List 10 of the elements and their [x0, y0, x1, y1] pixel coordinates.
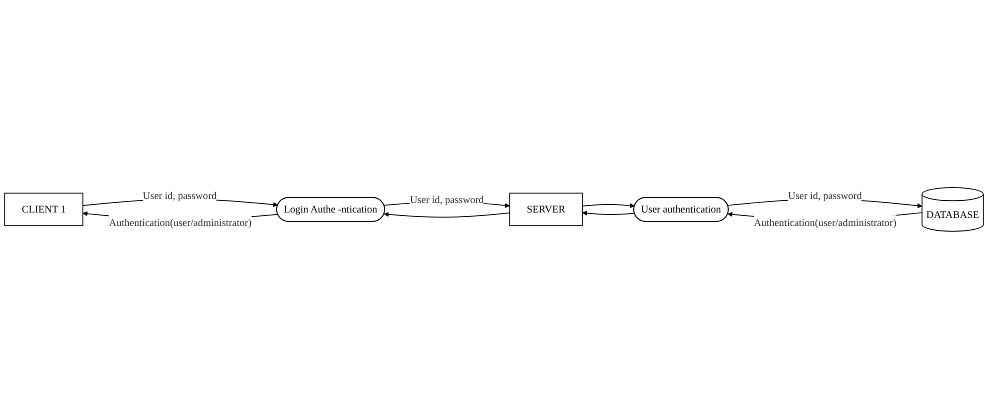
node-box: CLIENT 1	[4, 192, 84, 226]
arrow	[582, 203, 635, 208]
node-box: SERVER	[509, 192, 583, 226]
arrow	[384, 212, 510, 218]
arrow	[582, 210, 635, 216]
edge-label: User id, password	[788, 190, 862, 202]
edge-label: User id, password	[142, 190, 217, 202]
edge-label: Authentication(user/administrator)	[109, 216, 252, 228]
edge-label: User id, password	[410, 194, 484, 206]
edge-label: Authentication(user/administrator)	[754, 216, 896, 228]
